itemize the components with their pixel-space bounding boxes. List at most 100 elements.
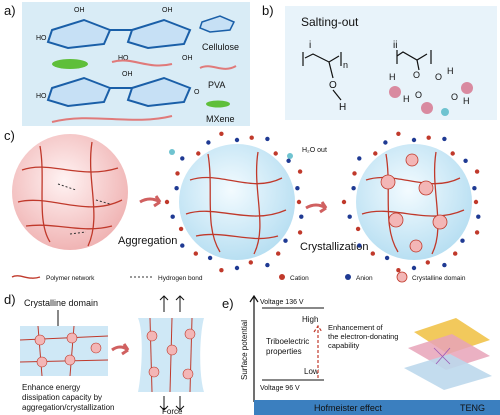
sub-i-label: i [309, 40, 311, 51]
sub-ii-label: ii [393, 40, 397, 51]
polymer-chain [195, 233, 279, 240]
polymer-chain [431, 151, 439, 255]
crystalline-domain [166, 344, 178, 356]
cation-dot [297, 230, 303, 235]
polymer-chain [19, 359, 109, 363]
polymer-chain [19, 335, 109, 341]
hydrogen-label: H [339, 102, 346, 113]
polymer-chain [365, 176, 461, 185]
cation-dot [219, 268, 224, 273]
polymer-chain [189, 176, 283, 185]
hydrogel-sphere-aggregated [179, 144, 295, 260]
oh-label: OH [162, 7, 173, 14]
anion-dot [180, 156, 185, 161]
force-down-arrow [159, 396, 169, 411]
anion-dot [170, 214, 175, 219]
y-axis-label: Surface potential [240, 320, 249, 380]
water-h: H [463, 96, 470, 106]
crystalline-domain [418, 180, 434, 196]
anion-dot [442, 136, 447, 142]
oh-label: OH [182, 55, 193, 62]
ho-label: HO [36, 93, 47, 100]
hydrogel-sphere-initial [12, 134, 128, 250]
oh-label: OH [122, 71, 133, 78]
panel-c-label: c) [4, 128, 15, 143]
anion-dot [351, 186, 356, 191]
anion-dot [180, 243, 185, 248]
subscript-n: n [343, 60, 348, 70]
panel-c-legend: Polymer network Hydrogen bond Cation Ani… [11, 271, 466, 283]
ion-sphere [389, 86, 401, 98]
anion-dot [384, 255, 390, 261]
oh-bond [332, 89, 342, 101]
cation-dot [249, 135, 254, 140]
legend-cellulose: Cellulose [202, 42, 239, 52]
high-label: High [302, 315, 318, 324]
polymer-chain [253, 151, 261, 255]
water-molecule [169, 149, 175, 155]
crystalline-domain-label: Crystalline domain [24, 298, 98, 308]
hydrogen-bond [57, 183, 77, 191]
hydrogel-sphere-crystallized [356, 144, 472, 260]
anion-dot [207, 255, 213, 261]
polymer-chain [207, 153, 221, 253]
water-h: H [403, 94, 410, 104]
hydrogen-bond [95, 199, 111, 205]
cation-dot [164, 199, 170, 205]
pva-legend-icon [199, 65, 237, 70]
cation-dot [450, 151, 455, 156]
panel-b-label: b) [262, 3, 274, 18]
cation-dot [341, 199, 347, 205]
panel-d-label: d) [4, 292, 16, 307]
teng-label: TENG [460, 403, 485, 413]
water-o: O [451, 92, 458, 102]
cation-dot [276, 251, 281, 256]
y-axis [249, 294, 259, 402]
hofmeister-bar [254, 400, 500, 415]
cation-dot [219, 131, 224, 136]
anion-dot [206, 140, 211, 145]
deformation-arrow [111, 343, 130, 356]
anion-dot [347, 214, 352, 219]
hydrogen-bond [69, 231, 87, 235]
crystalline-domain [64, 354, 76, 366]
anion-dot [295, 186, 300, 191]
crystalline-domain [66, 332, 78, 344]
enhancement-line2: the electron-donating [328, 332, 398, 341]
cation-dot [453, 251, 458, 256]
panel-a-label: a) [4, 3, 16, 18]
oxygen-label: O [329, 80, 337, 91]
oh-label: OH [74, 7, 85, 14]
crystalline-domain [432, 214, 448, 230]
polymer-chain [25, 224, 113, 230]
panel-c-process-diagram: Aggregation H₂O out Crystallization [12, 131, 481, 273]
tribo-label-line2: properties [266, 347, 302, 356]
water-molecule [287, 153, 293, 159]
legend-cation: Cation [290, 275, 309, 282]
mxene-flake [52, 59, 88, 69]
polymer-chain [87, 141, 95, 247]
cellulose-chain-bottom [46, 76, 192, 108]
anion-dot [463, 158, 468, 163]
teng-device [404, 318, 492, 390]
crystalline-domain [184, 328, 196, 340]
crystalline-domain-legend-icon [396, 271, 408, 283]
enhance-text-line1: Enhance energy [22, 383, 80, 392]
anion-dot [411, 137, 417, 143]
cellulose-chain-top [46, 18, 192, 50]
cation-dot [196, 151, 201, 156]
anion-dot [476, 214, 481, 219]
polymer-chain [17, 199, 123, 208]
salting-out-title: Salting-out [301, 15, 359, 29]
cation-dot [373, 151, 378, 156]
hofmeister-label: Hofmeister effect [314, 403, 382, 413]
cation-dot [474, 230, 480, 235]
enhancement-arrow [313, 324, 323, 378]
ho-label: HO [118, 55, 129, 62]
crystallization-label: Crystallization [300, 241, 368, 253]
aggregation-label: Aggregation [118, 235, 177, 247]
polymer-chain [185, 209, 287, 217]
cation-dot [248, 260, 253, 265]
legend-anion: Anion [356, 275, 373, 282]
anion-dot [472, 186, 477, 191]
